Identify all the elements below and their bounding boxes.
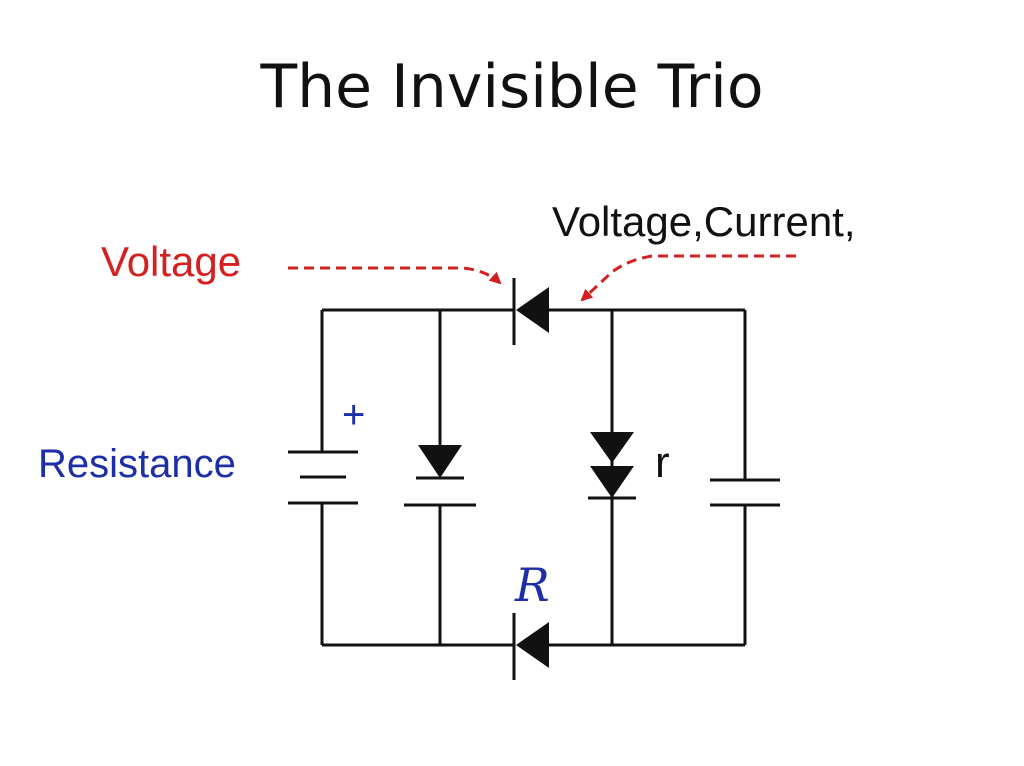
internal-resistance-label: r <box>655 438 670 487</box>
diode-top-triangle <box>516 287 549 333</box>
voltage-current-annotation-label: Voltage,Current, <box>552 198 856 245</box>
diode3b-triangle <box>590 466 634 498</box>
voltage-left-pointer <box>288 266 502 285</box>
voltage-current-pointer <box>580 254 796 302</box>
resistance-symbol-label: R <box>515 558 550 612</box>
diagram-title: The Invisible Trio <box>260 52 764 122</box>
diode3a-triangle <box>590 432 634 463</box>
resistance-label: Resistance <box>38 442 236 486</box>
battery-plus-sign: + <box>342 393 366 437</box>
diode-bottom-triangle <box>516 622 549 668</box>
voltage-annotation-label: Voltage <box>101 238 242 285</box>
diode2-triangle <box>418 445 462 478</box>
